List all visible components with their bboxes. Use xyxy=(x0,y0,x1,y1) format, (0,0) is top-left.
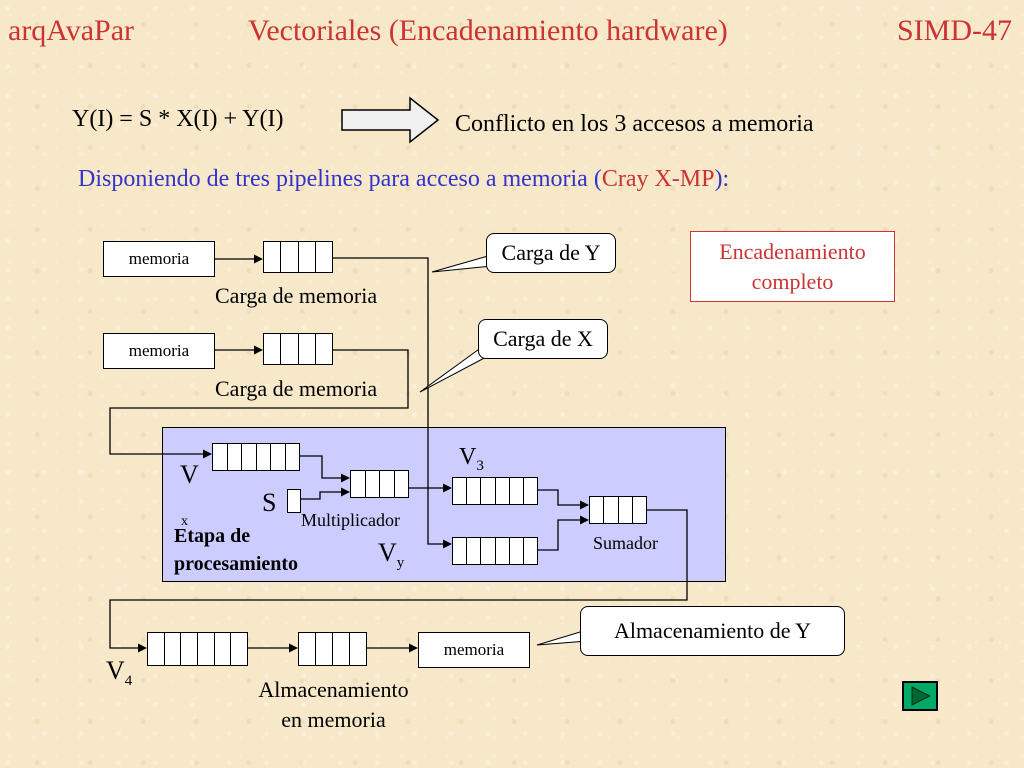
label-vy: Vy xyxy=(378,538,404,572)
adder-label: Sumador xyxy=(593,533,658,553)
label-vy-sub: y xyxy=(396,555,405,572)
multiplier-unit xyxy=(350,470,409,498)
stage-label-1: Etapa de xyxy=(174,525,251,547)
register-v4 xyxy=(147,632,248,666)
equation: Y(I) = S * X(I) + Y(I) xyxy=(72,106,284,132)
page-title: Vectoriales (Encadenamiento hardware) xyxy=(248,14,728,47)
callout-store-y: Almacenamiento de Y xyxy=(580,606,845,656)
chaining-line-2: completo xyxy=(751,269,834,294)
chaining-box: Encadenamiento completo xyxy=(690,231,895,302)
subtitle: Disponiendo de tres pipelines para acces… xyxy=(78,166,729,193)
stage-label-2: procesamiento xyxy=(174,553,299,575)
store-label-2: en memoria xyxy=(281,707,386,732)
multiplier-label: Multiplicador xyxy=(301,510,400,530)
memory-box-2: memoria xyxy=(103,333,215,369)
stage-label: Etapa de procesamiento xyxy=(174,522,298,578)
label-vx-sub: x xyxy=(181,514,188,529)
label-vx: V xyxy=(180,460,199,490)
next-slide-button[interactable] xyxy=(902,681,938,711)
label-v3-sub: 3 xyxy=(476,457,484,474)
label-v4-main: V xyxy=(106,656,125,685)
label-vx-main: V xyxy=(180,460,199,489)
label-v3: V3 xyxy=(459,444,484,475)
label-v3-main: V xyxy=(459,444,477,470)
subtitle-highlight: Cray X-MP xyxy=(601,166,715,192)
label-v4: V4 xyxy=(106,656,132,690)
store-label-1: Almacenamiento xyxy=(258,677,409,702)
label-v4-sub: 4 xyxy=(124,673,133,690)
register-s xyxy=(287,489,301,513)
label-vy-main: V xyxy=(378,538,397,567)
memory-box-1: memoria xyxy=(103,241,215,277)
store-label: Almacenamiento en memoria xyxy=(246,675,421,735)
load-label-1: Carga de memoria xyxy=(215,283,378,308)
register-vy xyxy=(452,537,538,565)
load-label-2: Carga de memoria xyxy=(215,376,378,401)
play-next-icon xyxy=(911,686,932,706)
chaining-line-1: Encadenamiento xyxy=(719,239,866,264)
memory-box-store: memoria xyxy=(418,632,530,668)
right-arrow-icon xyxy=(341,96,440,144)
subtitle-before: Disponiendo de tres pipelines para acces… xyxy=(78,166,602,192)
register-v3 xyxy=(452,477,538,505)
callout-load-x: Carga de X xyxy=(478,319,608,359)
load-register-1 xyxy=(263,241,333,273)
load-register-2 xyxy=(263,333,333,365)
register-vx xyxy=(212,443,300,471)
adder-unit xyxy=(589,496,647,524)
header-left: arqAvaPar xyxy=(8,14,135,47)
slide-number: SIMD-47 xyxy=(896,14,1012,47)
subtitle-after: ): xyxy=(714,166,730,192)
conflict-text: Conflicto en los 3 accesos a memoria xyxy=(455,111,814,137)
label-s: S xyxy=(262,488,277,517)
store-register xyxy=(298,632,367,666)
callout-load-y: Carga de Y xyxy=(486,233,616,273)
